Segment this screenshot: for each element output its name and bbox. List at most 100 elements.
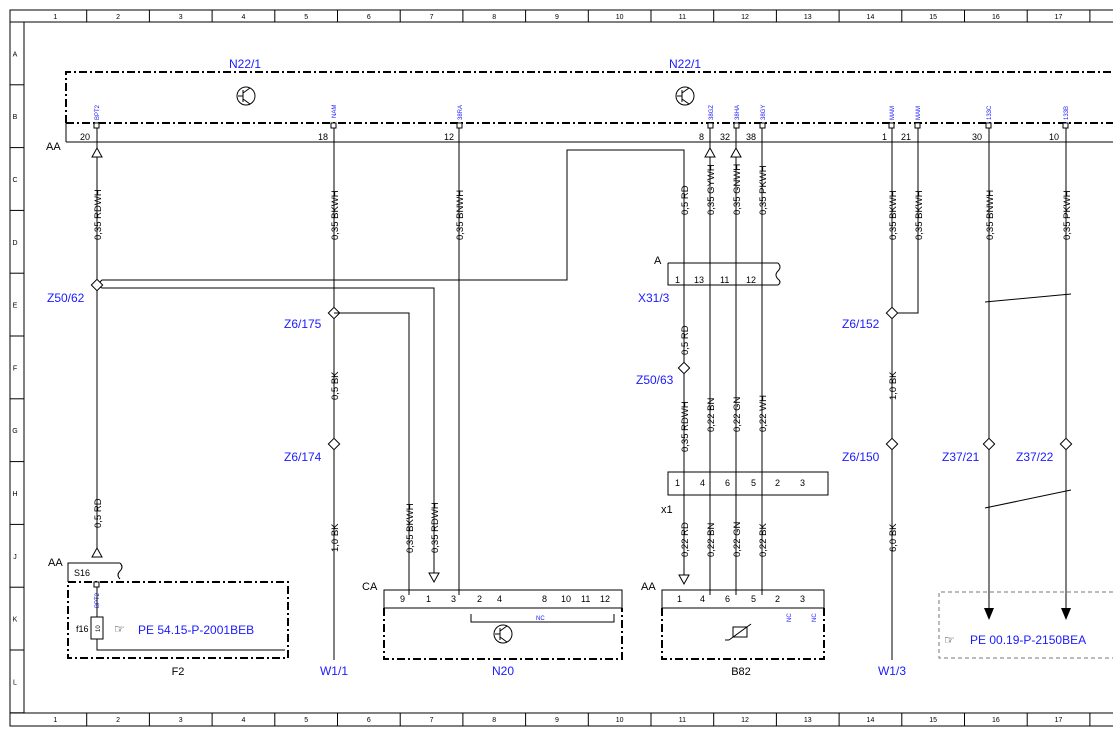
s16-label: S16 <box>74 568 90 578</box>
n20-nc: NC <box>536 616 545 622</box>
wire-z50-62-branch-a <box>96 149 685 286</box>
grid-col-label: 12 <box>741 14 749 21</box>
break-line <box>984 489 1072 509</box>
splice-z6-174: Z6/174 <box>284 450 322 464</box>
x1-pin: 6 <box>725 478 730 488</box>
break-line <box>984 293 1072 303</box>
grid-col-label: 17 <box>1055 14 1063 21</box>
connector-arrow-icon <box>91 146 103 158</box>
grid-col-label: 13 <box>804 14 812 21</box>
wire-z6-175-branch <box>334 312 410 595</box>
splice-z37-22: Z37/22 <box>1016 450 1054 464</box>
n20-bracket <box>470 614 615 623</box>
x1-pin: 2 <box>775 478 780 488</box>
splice-icon <box>885 306 899 320</box>
signal-nam: NAM <box>332 105 338 118</box>
grid-col-label: 9 <box>555 14 559 21</box>
grid-row-label: D <box>12 240 17 247</box>
fuse-rating: 10 <box>96 625 102 632</box>
s16-break <box>117 562 123 580</box>
wire-label: 1,0 BK <box>330 523 341 552</box>
n20-box <box>383 608 623 660</box>
x31-pin: 1 <box>675 275 680 285</box>
n20-pin: 12 <box>600 594 610 604</box>
grid-col-label: 1 <box>53 14 57 21</box>
connector-arrow-icon <box>428 572 440 584</box>
splice-z6-175: Z6/175 <box>284 317 322 331</box>
pin-32: 32 <box>720 132 730 142</box>
wire-z50-62-branch-b <box>96 284 435 573</box>
signal-bpt2-f2: BPT2 <box>95 592 101 608</box>
wire-label: 0,22 GN <box>732 396 743 432</box>
grid-col-label: 14 <box>867 14 875 21</box>
f2-box <box>67 581 289 659</box>
grid-col-label: 16 <box>992 14 1000 21</box>
n22-box-top <box>65 71 1113 123</box>
x31-3-label: X31/3 <box>638 291 670 305</box>
grid-col-label: 10 <box>616 717 624 724</box>
wire-label: 0,35 PKWH <box>1062 190 1073 240</box>
pe-right-link[interactable]: PE 00.19-P-2150BEA <box>970 633 1086 647</box>
arrow-down-icon <box>984 608 994 620</box>
wire-label: 0,35 PKWH <box>758 165 769 215</box>
grid-col-label: 7 <box>430 717 434 724</box>
splice-icon <box>677 361 691 375</box>
grid-col-label: 9 <box>555 717 559 724</box>
b82-box <box>661 608 825 660</box>
b82-pin: 5 <box>751 594 756 604</box>
wire-mam-21 <box>892 128 919 314</box>
signal-bpt2: BPT2 <box>95 104 101 120</box>
signal-38gy: 38GY <box>761 105 767 120</box>
grid-col-label: 1 <box>53 717 57 724</box>
n20-pin: 2 <box>477 594 482 604</box>
n22-left-label: N22/1 <box>229 57 261 71</box>
ground-w1-1: W1/1 <box>320 664 348 678</box>
grid-col-label: 8 <box>492 717 496 724</box>
grid-col-label: 11 <box>679 717 686 724</box>
b82-nc: NC <box>812 613 818 622</box>
connector-arrow-icon <box>704 146 716 158</box>
grid-col-label: 6 <box>367 14 371 21</box>
wire-f2-out <box>96 639 285 651</box>
grid-row-label: H <box>12 491 17 498</box>
f2-label: F2 <box>172 666 185 678</box>
grid-col-label: 3 <box>179 717 183 724</box>
wire-label: 0,35 BKWH <box>330 190 341 240</box>
grid-col-label: 10 <box>616 14 624 21</box>
b82-pin: 4 <box>700 594 705 604</box>
pin-1: 1 <box>882 132 887 142</box>
x1-label: x1 <box>661 504 673 516</box>
pe-f2-link[interactable]: PE 54.15-P-2001BEB <box>138 623 254 637</box>
b82-pin: 2 <box>775 594 780 604</box>
wire-label: 0,35 RDWH <box>430 502 441 553</box>
b82-connector <box>661 589 825 609</box>
x31-3-break <box>775 262 781 286</box>
x1-connector <box>667 471 829 496</box>
x31-pin: 13 <box>694 275 704 285</box>
b82-pin: 6 <box>725 594 730 604</box>
transistor-icon <box>236 86 256 106</box>
grid-col-label: 8 <box>492 14 496 21</box>
grid-row-label: F <box>13 365 17 372</box>
hand-pointer-icon: ☞ <box>114 622 125 636</box>
pin-38: 38 <box>746 132 756 142</box>
x1-pin: 3 <box>800 478 805 488</box>
splice-z37-21: Z37/21 <box>942 450 980 464</box>
signal-mam-21: MAM <box>916 106 922 120</box>
x31-3-connector <box>667 263 778 286</box>
wire-label: 0,5 RD <box>680 185 691 215</box>
x1-pin: 4 <box>700 478 705 488</box>
wire-label: 0,22 RD <box>680 522 691 557</box>
pin-21: 21 <box>901 132 911 142</box>
grid-col-label: 4 <box>241 717 245 724</box>
splice-icon <box>90 278 104 292</box>
grid-row-label: G <box>12 428 17 435</box>
pin-10: 10 <box>1049 132 1059 142</box>
transistor-icon <box>675 86 695 106</box>
n20-pin: 10 <box>561 594 571 604</box>
wire-label: 0,35 BNWH <box>455 190 466 240</box>
